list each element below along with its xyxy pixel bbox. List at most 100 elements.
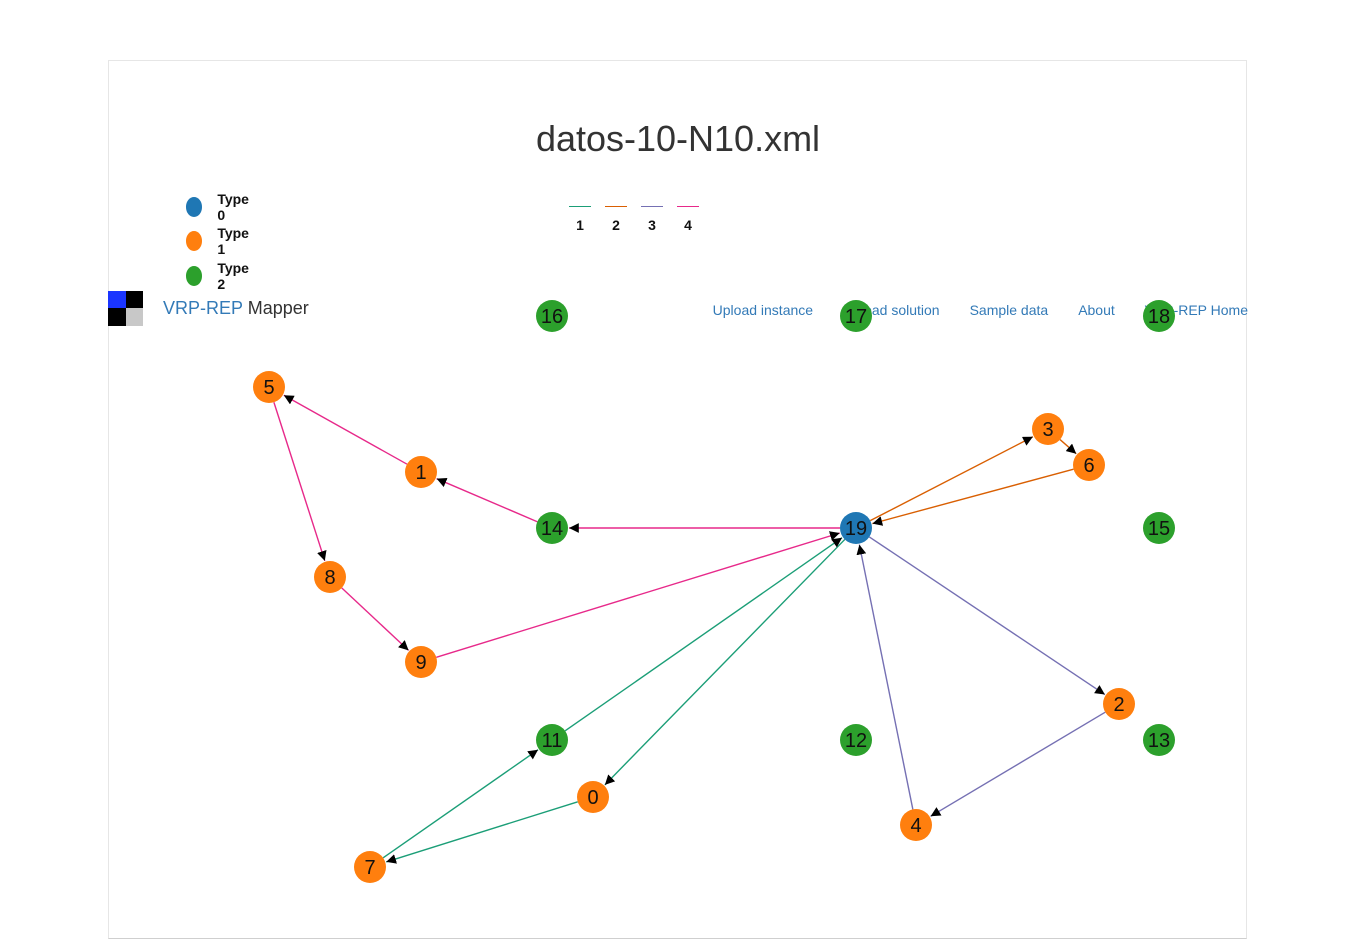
node-label: 16 (541, 306, 563, 328)
node-4[interactable]: 4 (900, 809, 932, 841)
node-label: 19 (845, 518, 867, 540)
node-circle (536, 300, 568, 332)
node-circle (536, 512, 568, 544)
node-label: 14 (541, 518, 563, 540)
node-label: 13 (1148, 730, 1170, 752)
node-14[interactable]: 14 (536, 512, 568, 544)
node-circle (253, 371, 285, 403)
route-legend-label: 4 (684, 217, 692, 233)
nav-upload-instance[interactable]: Upload instance (712, 302, 814, 318)
node-label: 0 (587, 787, 598, 809)
legend-label: Type 2 (217, 260, 249, 292)
route-2-edge-3-6 (1059, 439, 1077, 455)
node-circle (1073, 449, 1105, 481)
brand-name: VRP-REP Mapper (163, 298, 309, 319)
node-label: 3 (1042, 419, 1053, 441)
node-circle (900, 809, 932, 841)
nav-about[interactable]: About (1078, 302, 1115, 318)
node-13[interactable]: 13 (1143, 724, 1175, 756)
legend-item-type-1: Type 1 (186, 225, 253, 257)
route-1-edge-19-0 (604, 538, 846, 786)
node-17[interactable]: 17 (840, 300, 872, 332)
node-7[interactable]: 7 (354, 851, 386, 883)
vrp-rep-logo-icon (108, 290, 143, 326)
map-frame (108, 60, 1247, 939)
node-circle (405, 456, 437, 488)
route-1-edge-11-19 (564, 537, 843, 732)
node-3[interactable]: 3 (1032, 413, 1064, 445)
brand[interactable]: VRP-REP Mapper (108, 290, 309, 326)
node-label: 4 (910, 815, 921, 837)
node-5[interactable]: 5 (253, 371, 285, 403)
node-label: 5 (263, 377, 274, 399)
route-legend-label: 2 (612, 217, 620, 233)
node-label: 8 (324, 567, 335, 589)
node-circle (405, 646, 437, 678)
node-circle (1143, 300, 1175, 332)
node-label: 15 (1148, 518, 1170, 540)
node-circle (840, 724, 872, 756)
node-label: 6 (1083, 455, 1094, 477)
route-3-edge-2-4 (930, 711, 1106, 817)
route-2-edge-19-3 (869, 436, 1034, 522)
route-3-edge-19-2 (868, 536, 1106, 696)
node-label: 2 (1113, 694, 1124, 716)
node-19[interactable]: 19 (840, 512, 872, 544)
route-legend-item-1: 1 (568, 200, 592, 233)
node-6[interactable]: 6 (1073, 449, 1105, 481)
route-legend-label: 3 (648, 217, 656, 233)
route-legend-item-3: 3 (640, 200, 664, 233)
node-label: 18 (1148, 306, 1170, 328)
node-11[interactable]: 11 (536, 724, 568, 756)
route-legend-item-2: 2 (604, 200, 628, 233)
route-4-edge-1-5 (283, 394, 408, 465)
route-4-edge-5-8 (273, 402, 327, 562)
route-legend-label: 1 (576, 217, 584, 233)
type-0-dot-icon (186, 197, 203, 217)
node-label: 9 (415, 652, 426, 674)
node-12[interactable]: 12 (840, 724, 872, 756)
node-9[interactable]: 9 (405, 646, 437, 678)
node-16[interactable]: 16 (536, 300, 568, 332)
type-1-dot-icon (186, 231, 203, 251)
legend-item-type-2: Type 2 (186, 260, 253, 292)
node-circle (1143, 512, 1175, 544)
route-2-line-icon (605, 206, 627, 207)
nav-sample-data[interactable]: Sample data (969, 302, 1049, 318)
node-circle (840, 512, 872, 544)
node-0[interactable]: 0 (577, 781, 609, 813)
node-8[interactable]: 8 (314, 561, 346, 593)
node-circle (1103, 688, 1135, 720)
route-4-edge-14-1 (436, 478, 538, 523)
brand-name-part2: Mapper (247, 297, 309, 318)
node-circle (536, 724, 568, 756)
route-legend: 1 2 3 4 (568, 200, 708, 240)
node-label: 7 (364, 857, 375, 879)
route-4-line-icon (677, 206, 699, 207)
route-2-edge-6-19 (872, 468, 1074, 526)
node-2[interactable]: 2 (1103, 688, 1135, 720)
node-circle (840, 300, 872, 332)
legend-label: Type 1 (217, 225, 249, 257)
legend-label: Type 0 (217, 191, 249, 223)
route-1-edge-0-7 (386, 801, 578, 864)
page-title: datos-10-N10.xml (535, 118, 821, 159)
node-circle (314, 561, 346, 593)
route-4-edge-8-9 (341, 587, 410, 651)
node-circle (1143, 724, 1175, 756)
node-circle (354, 851, 386, 883)
node-15[interactable]: 15 (1143, 512, 1175, 544)
brand-name-part1: VRP-REP (163, 297, 243, 318)
route-legend-item-4: 4 (676, 200, 700, 233)
route-3-edge-4-19 (856, 544, 914, 810)
node-label: 11 (542, 730, 563, 752)
legend-item-type-0: Type 0 (186, 191, 253, 223)
route-4-edge-9-19 (436, 531, 840, 658)
route-edges (273, 394, 1106, 864)
node-label: 17 (845, 306, 867, 328)
node-1[interactable]: 1 (405, 456, 437, 488)
type-2-dot-icon (186, 266, 203, 286)
node-18[interactable]: 18 (1143, 300, 1175, 332)
